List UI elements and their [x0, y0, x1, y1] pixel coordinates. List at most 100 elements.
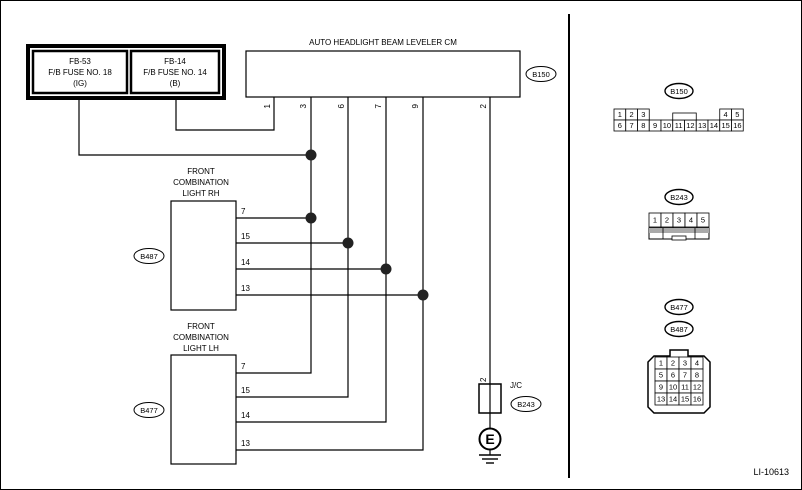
- module-pin-2: 2: [479, 103, 488, 108]
- svg-text:2: 2: [630, 110, 634, 119]
- b150-pin-1: 1: [613, 108, 627, 121]
- svg-text:7: 7: [630, 121, 634, 130]
- connector-tag-b243: [510, 396, 542, 412]
- b150-pin-2: 2: [625, 108, 638, 121]
- b477-pin-4: 4: [690, 356, 704, 370]
- svg-text:5: 5: [701, 216, 705, 225]
- b477-pin-8: 8: [690, 368, 704, 382]
- fuse-fb53: [31, 49, 129, 95]
- b477-pin-15: 15: [678, 392, 692, 406]
- svg-text:16: 16: [733, 121, 741, 130]
- fuse-fb14-code: FB-14: [164, 57, 186, 66]
- b150-pin-9: 9: [648, 119, 662, 132]
- b150-pin-15: 15: [719, 119, 732, 132]
- connector-view-b477-label: B477: [670, 303, 688, 312]
- light-rh-pin-7: 7: [241, 207, 246, 216]
- svg-text:2: 2: [671, 359, 675, 368]
- fuse-fb14-name: F/B FUSE NO. 14: [143, 68, 207, 77]
- b150-pin-6: 6: [613, 119, 627, 132]
- b243-pin-3: 3: [672, 212, 686, 228]
- wires: [78, 97, 491, 451]
- b243-pin-2: 2: [660, 212, 674, 228]
- connector-tag-b150: [525, 66, 557, 82]
- svg-text:1: 1: [618, 110, 622, 119]
- connector-view-b487-label: B487: [670, 325, 688, 334]
- b150-pin-5: 5: [731, 108, 744, 121]
- light-lh-box: [170, 354, 237, 465]
- b243-pin-4: 4: [684, 212, 698, 228]
- b477-pin-1: 1: [654, 356, 668, 370]
- b150-pin-11: 11: [672, 119, 685, 132]
- module-pin-3: 3: [299, 103, 308, 108]
- module-pin-7: 7: [374, 103, 383, 108]
- svg-text:13: 13: [698, 121, 706, 130]
- b477-pin-3: 3: [678, 356, 692, 370]
- svg-text:12: 12: [686, 121, 694, 130]
- jc-label: J/C: [510, 381, 522, 390]
- svg-text:8: 8: [695, 371, 699, 380]
- connector-tag-b243-label: B243: [517, 400, 535, 409]
- svg-text:9: 9: [653, 121, 657, 130]
- svg-text:15: 15: [681, 395, 689, 404]
- light-lh-pin-7: 7: [241, 362, 246, 371]
- svg-text:6: 6: [671, 371, 675, 380]
- svg-text:2: 2: [665, 216, 669, 225]
- b150-pin-10: 10: [660, 119, 674, 132]
- svg-text:14: 14: [669, 395, 677, 404]
- light-rh-title-1: FRONT: [187, 167, 215, 176]
- b477-pin-7: 7: [678, 368, 692, 382]
- light-lh-pin-13: 13: [241, 439, 250, 448]
- fuse-block: FB-53 F/B FUSE NO. 18 (IG) FB-14 F/B FUS…: [26, 44, 226, 100]
- b477-pin-11: 11: [678, 380, 692, 394]
- b150-pin-12: 12: [684, 119, 697, 132]
- svg-text:13: 13: [657, 395, 665, 404]
- svg-text:5: 5: [735, 110, 739, 119]
- svg-text:4: 4: [695, 359, 699, 368]
- svg-text:14: 14: [710, 121, 718, 130]
- svg-text:4: 4: [689, 216, 693, 225]
- front-combination-light-rh: FRONT COMBINATION LIGHT RH B487 7 15 14 …: [133, 167, 250, 311]
- svg-text:11: 11: [681, 383, 689, 392]
- svg-text:5: 5: [659, 371, 663, 380]
- connector-tag-b477: [133, 402, 165, 418]
- svg-text:1: 1: [659, 359, 663, 368]
- fuse-fb53-name: F/B FUSE NO. 18: [48, 68, 112, 77]
- svg-text:1: 1: [653, 216, 657, 225]
- junction-dots: [305, 149, 429, 301]
- ground-e-icon: [478, 427, 502, 451]
- svg-text:12: 12: [693, 383, 701, 392]
- svg-text:6: 6: [618, 121, 622, 130]
- svg-text:9: 9: [659, 383, 663, 392]
- svg-text:4: 4: [724, 110, 728, 119]
- svg-text:16: 16: [693, 395, 701, 404]
- b150-pin-14: 14: [707, 119, 721, 132]
- b150-pin-3: 3: [637, 108, 650, 121]
- module-pin-6: 6: [337, 103, 346, 108]
- svg-text:7: 7: [683, 371, 687, 380]
- b477-pin-12: 12: [690, 380, 704, 394]
- b477-pin-16: 16: [690, 392, 704, 406]
- fuse-fb53-code: FB-53: [69, 57, 91, 66]
- b150-pin-7: 7: [625, 119, 638, 132]
- light-rh-box: [170, 200, 237, 311]
- b477-pin-10: 10: [666, 380, 680, 394]
- b150-pin-16: 16: [731, 119, 744, 132]
- diagram-id: LI-10613: [753, 467, 789, 477]
- connector-tag-b477-label: B477: [140, 406, 158, 415]
- svg-text:8: 8: [641, 121, 645, 130]
- svg-text:11: 11: [675, 121, 683, 130]
- b243-pin-5: 5: [696, 212, 710, 228]
- light-rh-title-3: LIGHT RH: [182, 189, 219, 198]
- svg-text:10: 10: [669, 383, 677, 392]
- module-box: [245, 50, 521, 98]
- light-lh-pin-14: 14: [241, 411, 250, 420]
- light-lh-title-1: FRONT: [187, 322, 215, 331]
- b243-pin-1: 1: [648, 212, 662, 228]
- ground-e-label: E: [485, 431, 494, 447]
